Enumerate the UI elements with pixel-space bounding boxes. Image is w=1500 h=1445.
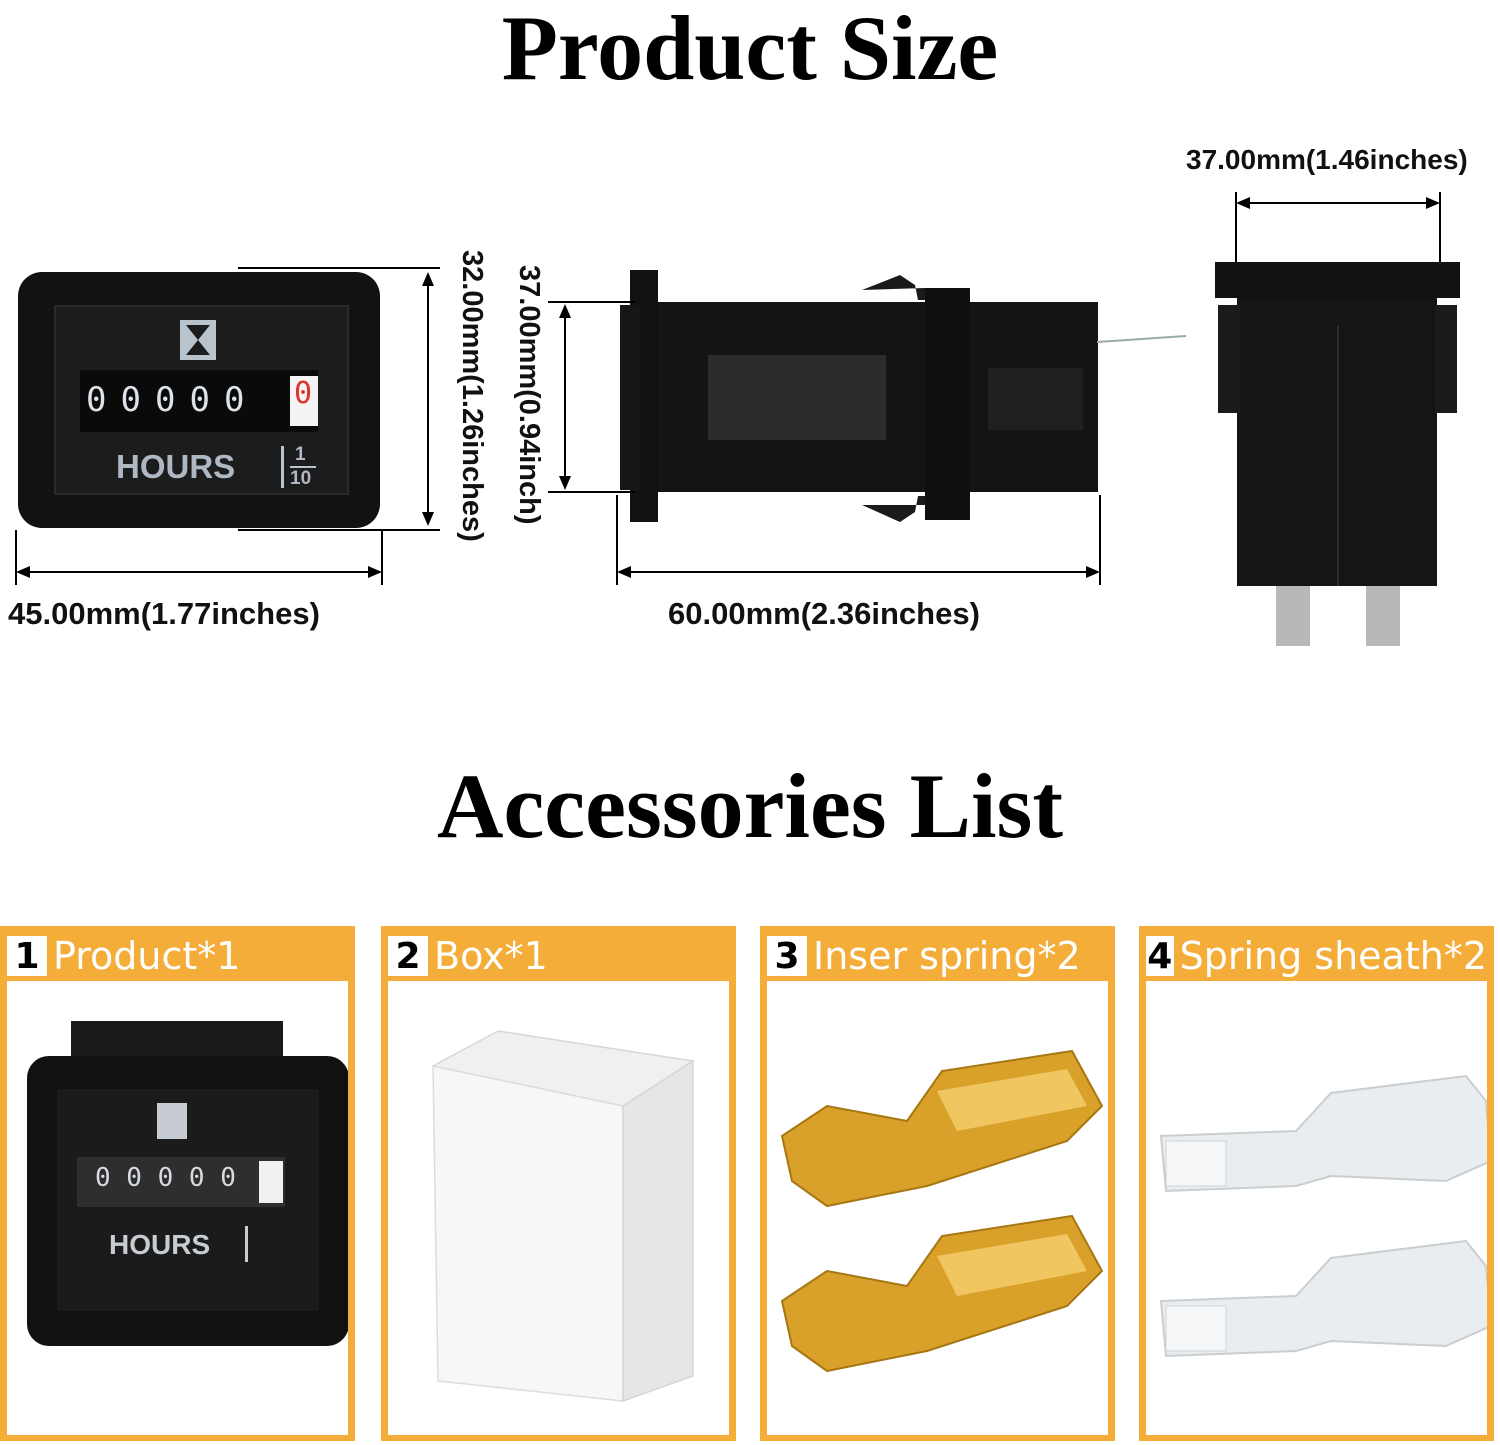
spring-sheaths-image bbox=[1159, 1074, 1493, 1358]
front-view-diagram bbox=[15, 267, 440, 585]
terminal-icon bbox=[1276, 586, 1400, 646]
hours-label: HOURS bbox=[116, 448, 236, 485]
back-view-diagram bbox=[1215, 192, 1460, 646]
accessory-number: 2 bbox=[388, 936, 428, 977]
back-width-dimension: 37.00mm(1.46inches) bbox=[1186, 144, 1468, 175]
spring-terminal-icon bbox=[780, 1214, 1104, 1373]
accessory-panel-spring: 3 Inser spring*2 bbox=[760, 926, 1115, 1441]
spring-sheath-icon bbox=[1159, 1239, 1493, 1358]
counter-digit: 0 bbox=[223, 380, 245, 420]
accessory-label: Spring sheath*2 bbox=[1179, 934, 1487, 978]
hours-label: HOURS bbox=[109, 1229, 211, 1260]
accessory-number: 3 bbox=[767, 936, 807, 977]
accessory-number: 1 bbox=[7, 936, 47, 977]
counter-reading: 0 0 0 0 0 bbox=[95, 1163, 236, 1193]
spring-terminal-icon bbox=[780, 1049, 1104, 1208]
hour-meter-image bbox=[27, 1021, 349, 1346]
white-box-image bbox=[430, 1030, 696, 1403]
accessory-panel-product: 1 Product*1 0 0 0 0 0 HOURS bbox=[0, 926, 355, 1441]
hourglass-icon bbox=[180, 320, 216, 360]
side-length-dimension: 60.00mm(2.36inches) bbox=[668, 596, 980, 631]
counter-red-digit: 0 bbox=[294, 376, 313, 411]
front-width-dimension: 45.00mm(1.77inches) bbox=[8, 596, 320, 631]
vent-grille bbox=[708, 355, 886, 440]
accessory-label: Inser spring*2 bbox=[813, 934, 1081, 978]
counter-digit: 0 bbox=[120, 380, 141, 420]
counter-digit: 0 bbox=[154, 380, 176, 420]
counter-digit: 0 bbox=[189, 380, 210, 420]
spring-terminals-image bbox=[780, 1049, 1104, 1373]
counter-digit: 0 bbox=[86, 380, 107, 420]
fraction-denominator: 10 bbox=[290, 468, 312, 489]
accessory-panel-box: 2 Box*1 bbox=[381, 926, 736, 1441]
accessories-title: Accessories List bbox=[437, 755, 1063, 857]
side-view-diagram bbox=[548, 270, 1187, 585]
accessory-number: 4 bbox=[1146, 935, 1174, 977]
accessory-panel-sheath: 4 Spring sheath*2 bbox=[1139, 926, 1494, 1441]
product-size-title: Product Size bbox=[501, 0, 999, 99]
accessory-label: Product*1 bbox=[53, 934, 241, 978]
accessory-label: Box*1 bbox=[434, 934, 548, 978]
fraction-numerator: 1 bbox=[295, 444, 306, 465]
spring-sheath-icon bbox=[1159, 1074, 1493, 1193]
